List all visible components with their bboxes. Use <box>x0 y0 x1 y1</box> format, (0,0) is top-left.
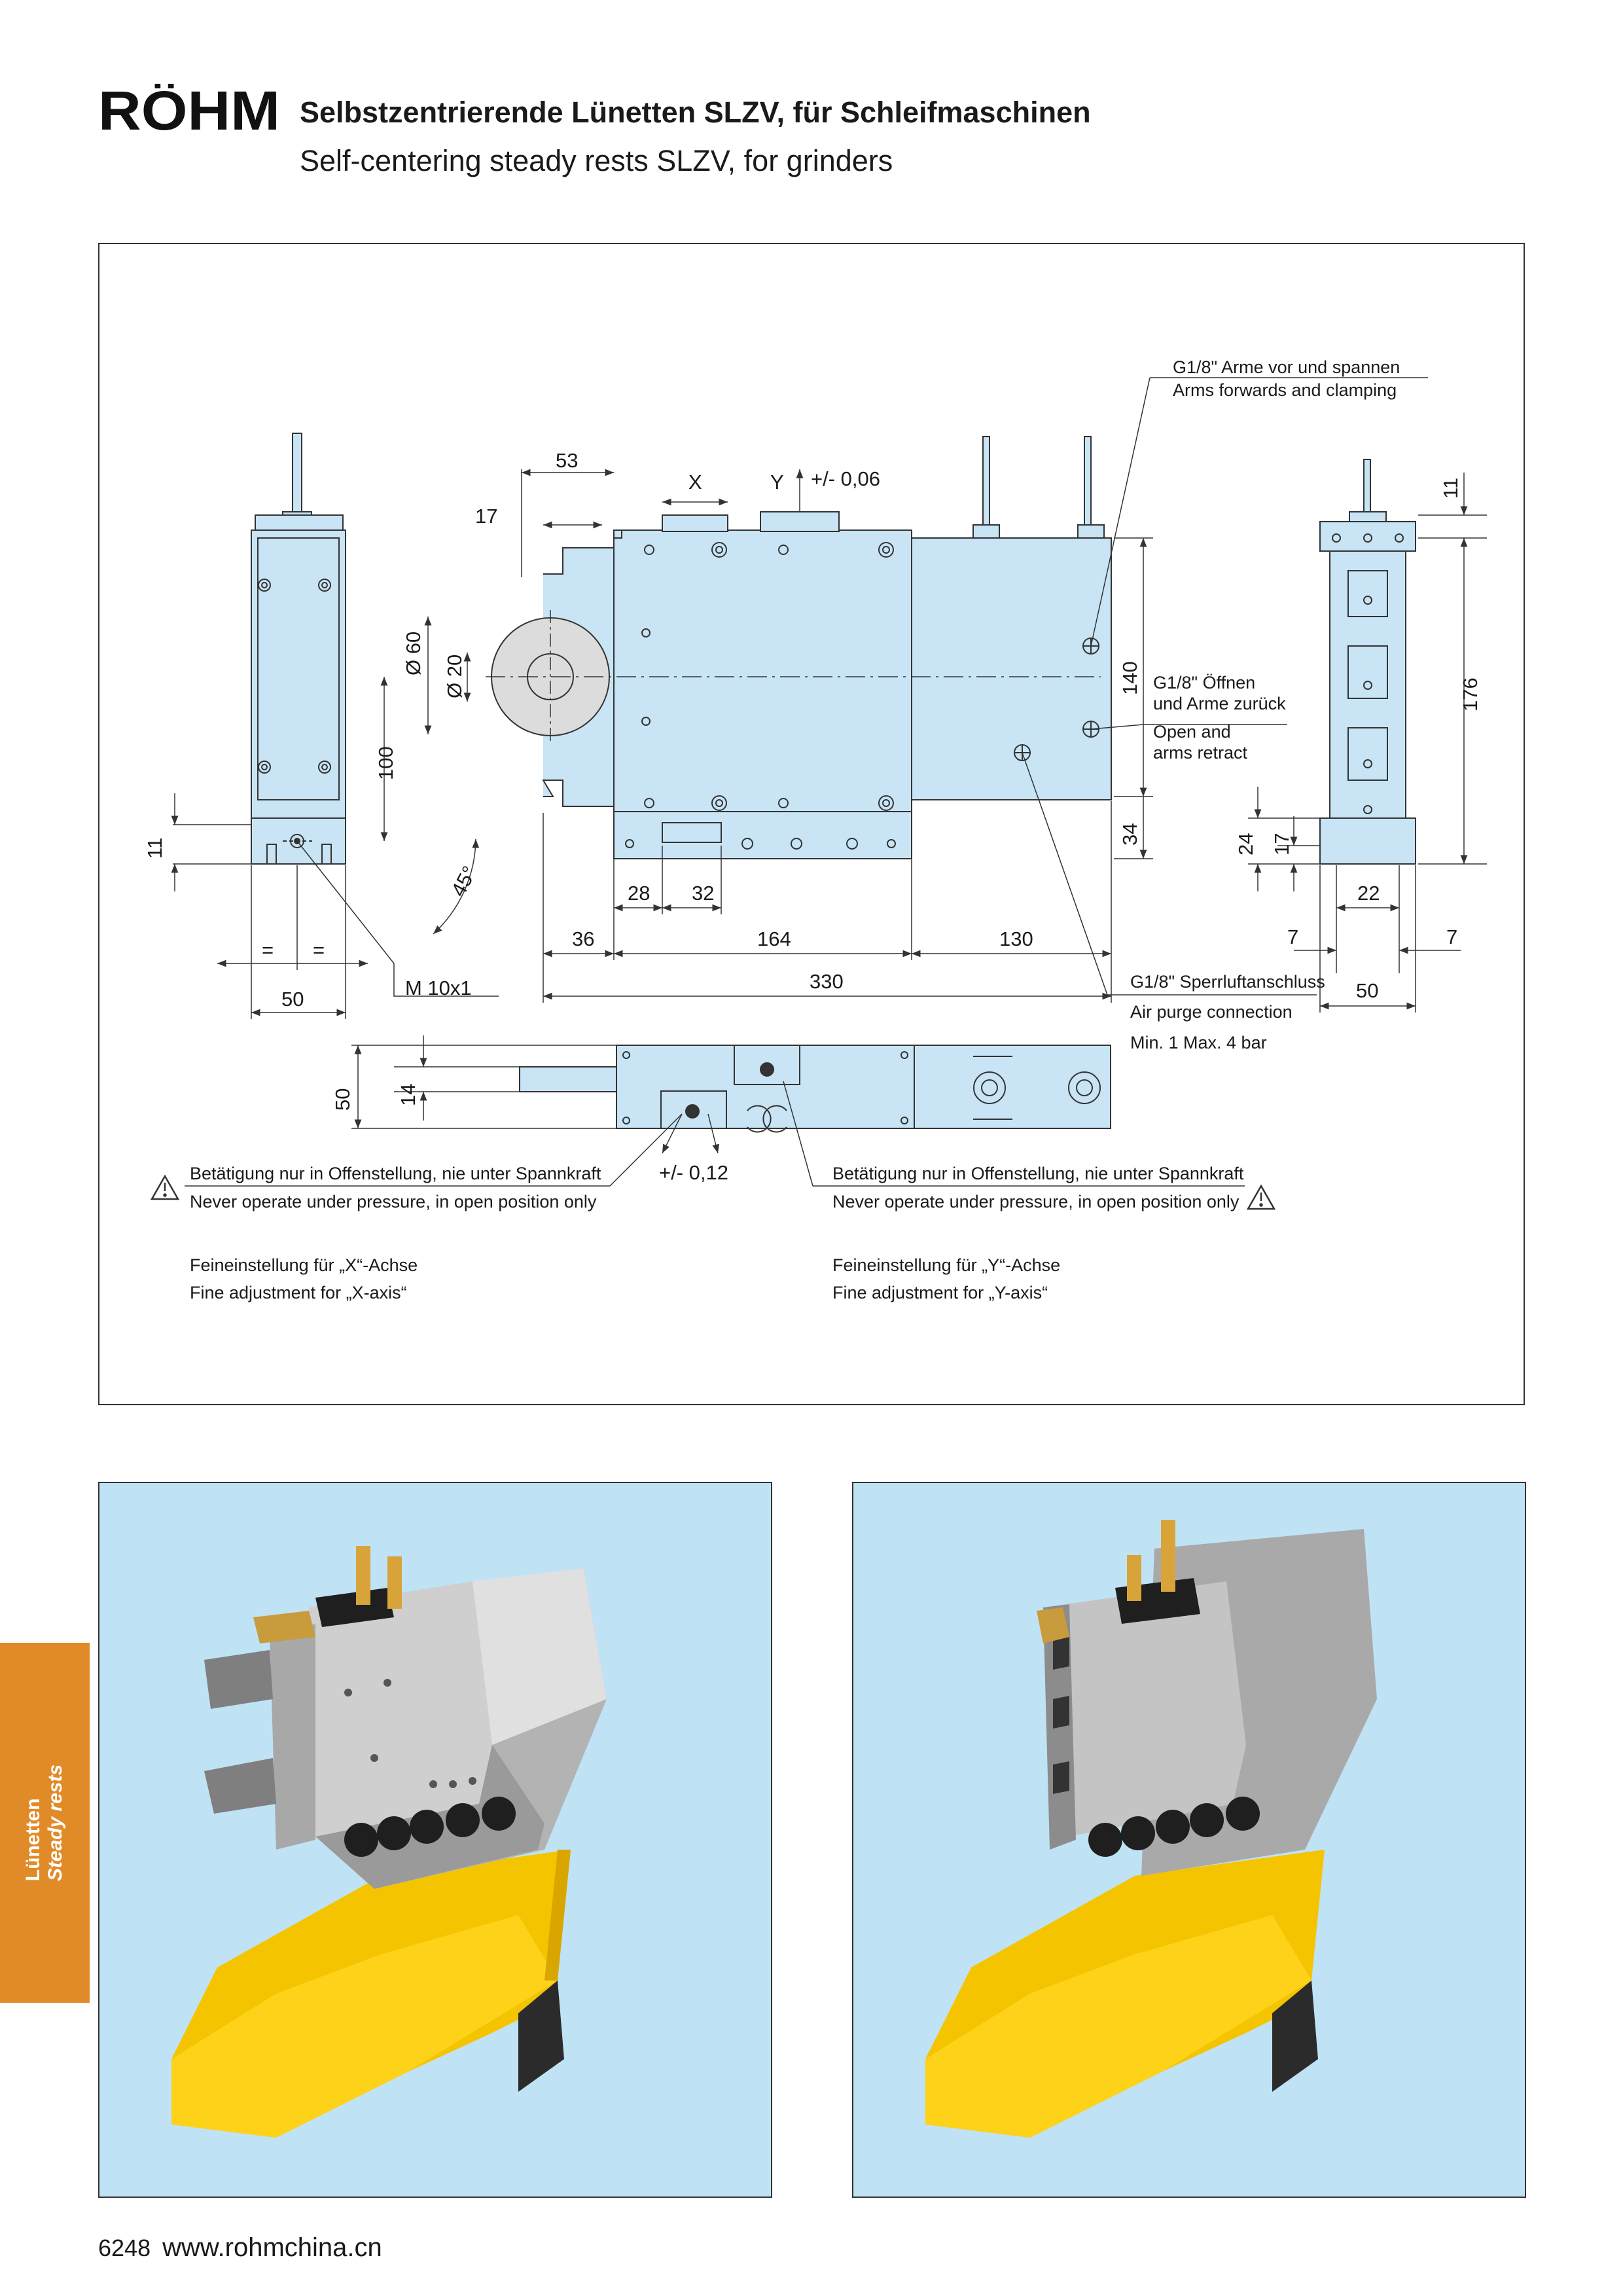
dim-label: = <box>262 939 274 961</box>
dim-label: 53 <box>556 449 578 472</box>
dim-label: 7 <box>1446 925 1457 948</box>
product-photo-rear <box>852 1482 1526 2198</box>
dim-label: Y <box>770 471 784 493</box>
dimension-lines <box>171 377 1487 1187</box>
warning-right-de: Betätigung nur in Offenstellung, nie unt… <box>832 1164 1244 1183</box>
front-view-main <box>486 436 1112 859</box>
note-air-purge-de: G1/8" Sperrluftanschluss <box>1130 972 1325 992</box>
dim-label: 164 <box>757 927 791 950</box>
dim-label: M 10x1 <box>405 977 472 999</box>
page-title-de: Selbstzentrierende Lünetten SLZV, für Sc… <box>300 96 1091 129</box>
technical-drawing: 53 17 X Y +/- 0,06 Ø 60 Ø 20 100 11 45° … <box>98 243 1525 1405</box>
warning-right-en: Never operate under pressure, in open po… <box>832 1192 1240 1211</box>
dim-label: 100 <box>374 746 397 780</box>
dim-label: 24 <box>1234 833 1257 855</box>
dim-label: 50 <box>1356 979 1378 1002</box>
note-arms-clamping-de: G1/8" Arme vor und spannen <box>1173 357 1400 377</box>
dim-label: 140 <box>1118 661 1141 695</box>
warning-left-en: Never operate under pressure, in open po… <box>190 1192 597 1211</box>
dim-label: 45° <box>446 862 481 900</box>
fine-y-en: Fine adjustment for „Y-axis“ <box>832 1283 1048 1302</box>
page-title-en: Self-centering steady rests SLZV, for gr… <box>300 144 893 177</box>
dim-label: 36 <box>572 927 594 950</box>
dimension-labels: 53 17 X Y +/- 0,06 Ø 60 Ø 20 100 11 45° … <box>143 449 1482 1184</box>
note-open-en: Open and <box>1153 722 1231 742</box>
technical-drawing-svg: 53 17 X Y +/- 0,06 Ø 60 Ø 20 100 11 45° … <box>143 357 1487 1302</box>
page-number: 6248 <box>98 2234 151 2261</box>
side-view-right <box>1319 459 1416 865</box>
dim-label: 50 <box>331 1088 354 1111</box>
side-tab-de: Lünetten <box>22 1798 44 1882</box>
warning-left-de: Betätigung nur in Offenstellung, nie unt… <box>190 1164 601 1183</box>
dim-label: 176 <box>1459 677 1482 711</box>
dim-label: 22 <box>1357 882 1380 905</box>
footer-url[interactable]: www.rohmchina.cn <box>162 2233 382 2262</box>
fine-x-de: Feineinstellung für „X“-Achse <box>190 1255 418 1275</box>
dim-label: 28 <box>628 882 650 905</box>
section-side-tab: Lünetten Steady rests <box>0 1643 90 2003</box>
side-view-left <box>251 433 346 865</box>
dim-label: 17 <box>1270 833 1293 855</box>
top-view <box>519 1045 1111 1133</box>
warning-icon <box>150 1174 180 1200</box>
note-arms-clamping-en: Arms forwards and clamping <box>1173 380 1397 400</box>
note-air-pressure: Min. 1 Max. 4 bar <box>1130 1033 1267 1052</box>
dim-label: 11 <box>1439 478 1462 499</box>
fine-y-de: Feineinstellung für „Y“-Achse <box>832 1255 1060 1275</box>
dim-label: 17 <box>475 505 497 528</box>
page-footer: 6248 www.rohmchina.cn <box>98 2233 382 2263</box>
dim-label: Ø 60 <box>402 632 425 675</box>
annotation-notes: G1/8" Arme vor und spannen Arms forwards… <box>190 357 1400 1302</box>
dim-label: = <box>313 939 325 961</box>
dim-label: X <box>688 471 702 493</box>
note-open-de: und Arme zurück <box>1153 694 1286 713</box>
side-tab-en: Steady rests <box>45 1764 66 1882</box>
dim-label: Ø 20 <box>443 655 466 698</box>
dim-label: 130 <box>999 927 1033 950</box>
note-open-de: G1/8" Öffnen <box>1153 673 1255 692</box>
dim-label: 34 <box>1118 823 1141 846</box>
dim-label: 32 <box>692 882 714 905</box>
fine-x-en: Fine adjustment for „X-axis“ <box>190 1283 407 1302</box>
dim-label: +/- 0,06 <box>811 467 880 490</box>
dim-label: +/- 0,12 <box>659 1161 728 1184</box>
dim-label: 330 <box>810 970 844 993</box>
product-photo-front <box>98 1482 772 2198</box>
dim-label: 11 <box>143 838 166 859</box>
rohm-logo-text: RÖHM <box>98 84 280 136</box>
rohm-logo: RÖHM <box>98 84 280 136</box>
dim-label: 14 <box>397 1084 419 1106</box>
dim-label: 7 <box>1287 925 1298 948</box>
note-air-purge-en: Air purge connection <box>1130 1002 1293 1022</box>
dim-label: 50 <box>281 988 304 1011</box>
note-open-en: arms retract <box>1153 743 1248 762</box>
warning-icon <box>1246 1184 1276 1210</box>
